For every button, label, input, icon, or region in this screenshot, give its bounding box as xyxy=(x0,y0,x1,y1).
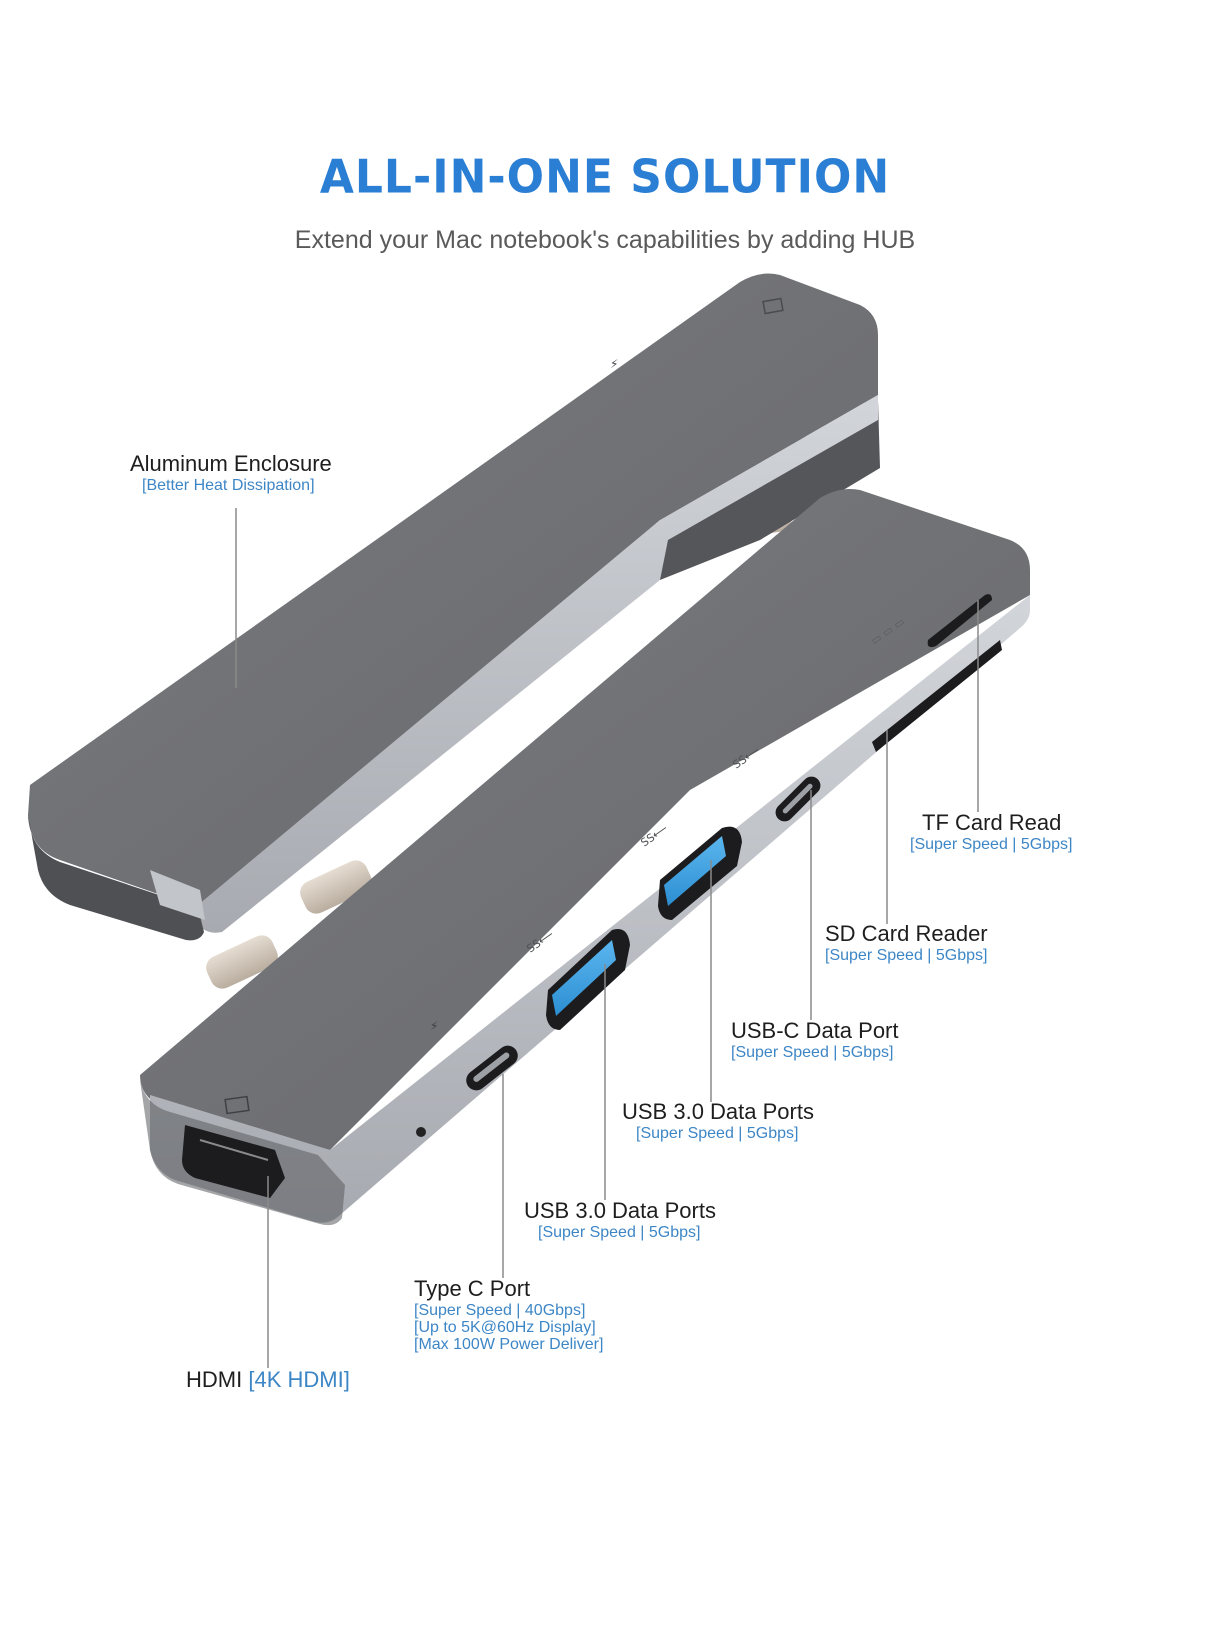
callout-spec: [Super Speed | 5Gbps] xyxy=(825,947,988,964)
usb-c-data-port xyxy=(775,776,821,822)
callout-spec: [Max 100W Power Deliver] xyxy=(414,1336,604,1353)
lightning-icon: ⚡ xyxy=(610,357,618,371)
display-icon xyxy=(224,1095,250,1115)
callout-title: USB-C Data Port xyxy=(731,1018,899,1043)
callout-spec: [Super Speed | 5Gbps] xyxy=(731,1044,894,1061)
callout-title: Type C Port xyxy=(414,1276,531,1301)
callout-hdmi: HDMI [4K HDMI] xyxy=(186,1369,350,1391)
lower-hub: ⚡ SS⟵ SS⟵ SS⟵ ▭ ▭ ▭ xyxy=(140,489,1030,1226)
page-title: ALL-IN-ONE SOLUTION xyxy=(319,150,891,205)
page-subtitle: Extend your Mac notebook's capabilities … xyxy=(294,226,916,254)
callout-title: Aluminum Enclosure xyxy=(130,451,332,476)
callout-spec: [4K HDMI] xyxy=(248,1367,350,1392)
callout-spec: [Super Speed | 5Gbps] xyxy=(910,836,1073,853)
callout-spec: [Super Speed | 5Gbps] xyxy=(538,1224,701,1241)
callout-title: HDMI xyxy=(186,1367,243,1392)
callout-spec: [Up to 5K@60Hz Display] xyxy=(414,1319,596,1336)
hdmi-port xyxy=(182,1125,285,1198)
callout-type-c-port: Type C Port [Super Speed | 40Gbps] [Up t… xyxy=(414,1276,604,1354)
callout-aluminum-enclosure: Aluminum Enclosure [Better Heat Dissipat… xyxy=(130,451,332,495)
callout-tf-card: TF Card Read [Super Speed | 5Gbps] xyxy=(910,810,1072,854)
upper-hub: ⚡ xyxy=(28,273,880,941)
callout-sd-card: SD Card Reader [Super Speed | 5Gbps] xyxy=(825,921,988,965)
sd-card-slot xyxy=(872,640,1002,752)
callout-spec: [Better Heat Dissipation] xyxy=(142,477,315,494)
callout-usb3-lower: USB 3.0 Data Ports [Super Speed | 5Gbps] xyxy=(524,1198,716,1242)
lower-usb-c-plug-1 xyxy=(300,860,372,914)
callout-title: USB 3.0 Data Ports xyxy=(622,1099,814,1124)
callout-spec: [Super Speed | 40Gbps] xyxy=(414,1302,586,1319)
callout-usb3-upper: USB 3.0 Data Ports [Super Speed | 5Gbps] xyxy=(622,1099,814,1143)
callout-title: TF Card Read xyxy=(922,810,1062,835)
lightning-icon: ⚡ xyxy=(430,1019,438,1033)
callout-usb-c-data: USB-C Data Port [Super Speed | 5Gbps] xyxy=(731,1018,899,1062)
type-c-port xyxy=(466,1045,518,1091)
display-icon xyxy=(762,297,784,315)
led-indicator xyxy=(416,1127,426,1137)
usb3-port-a xyxy=(546,929,630,1030)
tf-card-slot xyxy=(927,594,992,648)
lower-usb-c-plug-2 xyxy=(206,935,278,989)
callout-title: SD Card Reader xyxy=(825,921,988,946)
callout-title: USB 3.0 Data Ports xyxy=(524,1198,716,1223)
usb3-port-b xyxy=(658,826,742,920)
leader-lines xyxy=(235,508,979,1368)
callout-spec: [Super Speed | 5Gbps] xyxy=(636,1125,799,1142)
